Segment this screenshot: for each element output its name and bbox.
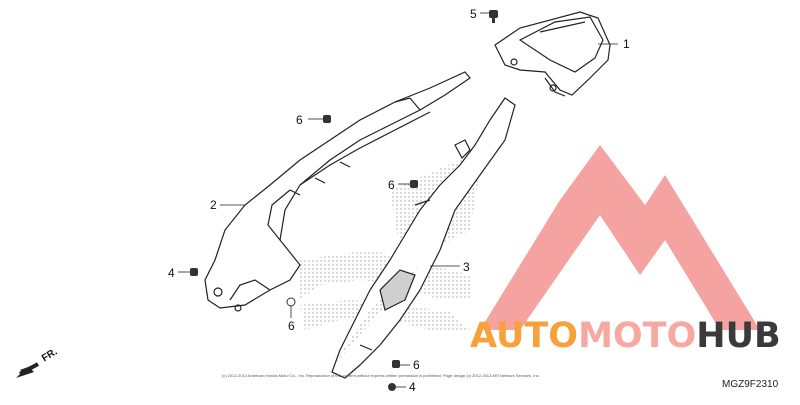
automotohub-logo-mark (480, 145, 760, 330)
part-6-clip-d (392, 360, 400, 368)
part-6-clip-c (286, 297, 296, 307)
part-1-rear-cover (494, 11, 611, 97)
watermark-part-moto: MOTO (578, 316, 697, 356)
callout-4-a: 4 (168, 266, 175, 280)
diagram-code: MGZ9F2310 (722, 379, 779, 390)
callout-6-d: 6 (413, 358, 420, 372)
callout-2: 2 (210, 198, 217, 212)
callout-4-b: 4 (409, 380, 416, 394)
leader-lines (178, 12, 618, 388)
part-4-screw-a (190, 268, 198, 276)
watermark-part-hub: HUB (696, 316, 781, 356)
callout-6-b: 6 (388, 178, 395, 192)
part-6-clip-a (323, 115, 331, 123)
part-4-screw-b (388, 383, 396, 391)
part-2-side-cover (204, 71, 471, 312)
part-3-side-cover (330, 97, 516, 379)
part-6-clip-b (410, 180, 418, 188)
copyright-notice: (c) 2012-2013 American Honda Motor Co., … (222, 373, 540, 378)
callout-3: 3 (463, 260, 470, 274)
callout-6-c: 6 (288, 319, 295, 333)
callout-1: 1 (623, 37, 630, 51)
front-direction-arrow (16, 362, 39, 378)
automotohub-watermark-text: AUTOMOTOHUB (470, 318, 781, 354)
watermark-part-auto: AUTO (470, 316, 579, 356)
part-5-bolt (489, 10, 498, 23)
callout-6-a: 6 (296, 113, 303, 127)
callout-5: 5 (470, 7, 477, 21)
